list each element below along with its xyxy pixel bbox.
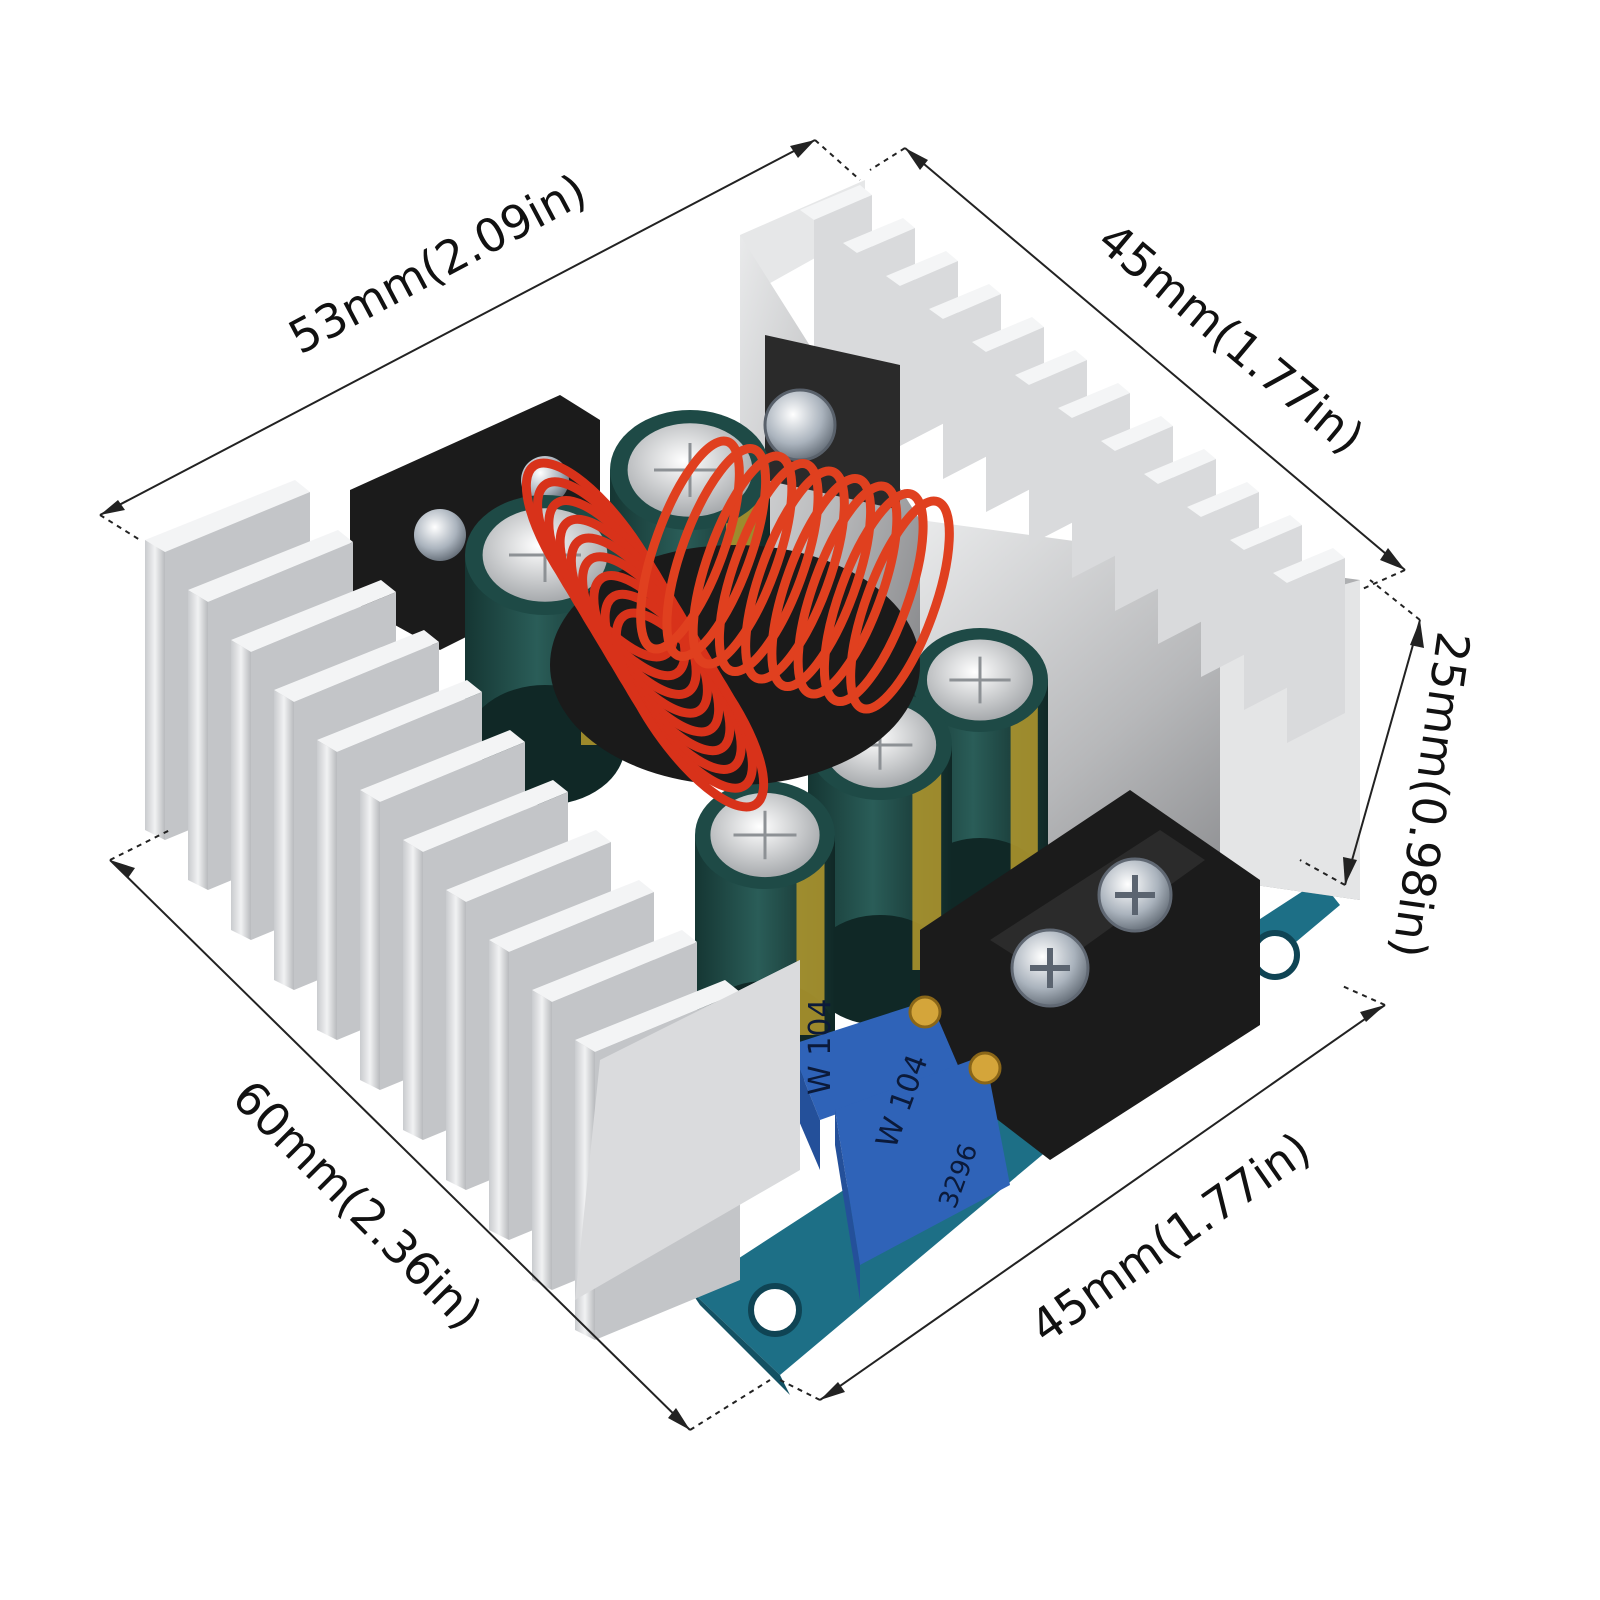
mounting-hole bbox=[748, 1283, 802, 1337]
trimpot-adjust-screw bbox=[968, 1051, 1002, 1085]
heatsink-rear-fins bbox=[800, 185, 1345, 743]
trimpot-b: W 104 3296 bbox=[835, 1050, 1010, 1300]
heatsink-front-fins bbox=[145, 480, 800, 1340]
dimension-lines bbox=[99, 139, 1424, 1431]
mount-screw bbox=[763, 388, 837, 462]
heatsink-fin bbox=[1273, 548, 1345, 743]
pcb-polarity-mark: + bbox=[1255, 999, 1277, 1029]
toroid-inductor bbox=[521, 436, 954, 812]
dim-label-width-bottom: 45mm(1.77in) bbox=[1020, 1121, 1320, 1354]
heatsink-front-face bbox=[575, 960, 800, 1300]
dim-label-height: 25mm(0.98in) bbox=[1381, 628, 1480, 961]
trimpot-label: W 104 bbox=[803, 999, 838, 1095]
trimpot-adjust-screw bbox=[908, 995, 942, 1029]
inductor-winding bbox=[521, 436, 954, 812]
output-terminal-block bbox=[920, 790, 1260, 1160]
terminal-screw bbox=[414, 509, 466, 561]
dim-label-length-top: 53mm(2.09in) bbox=[280, 163, 595, 365]
